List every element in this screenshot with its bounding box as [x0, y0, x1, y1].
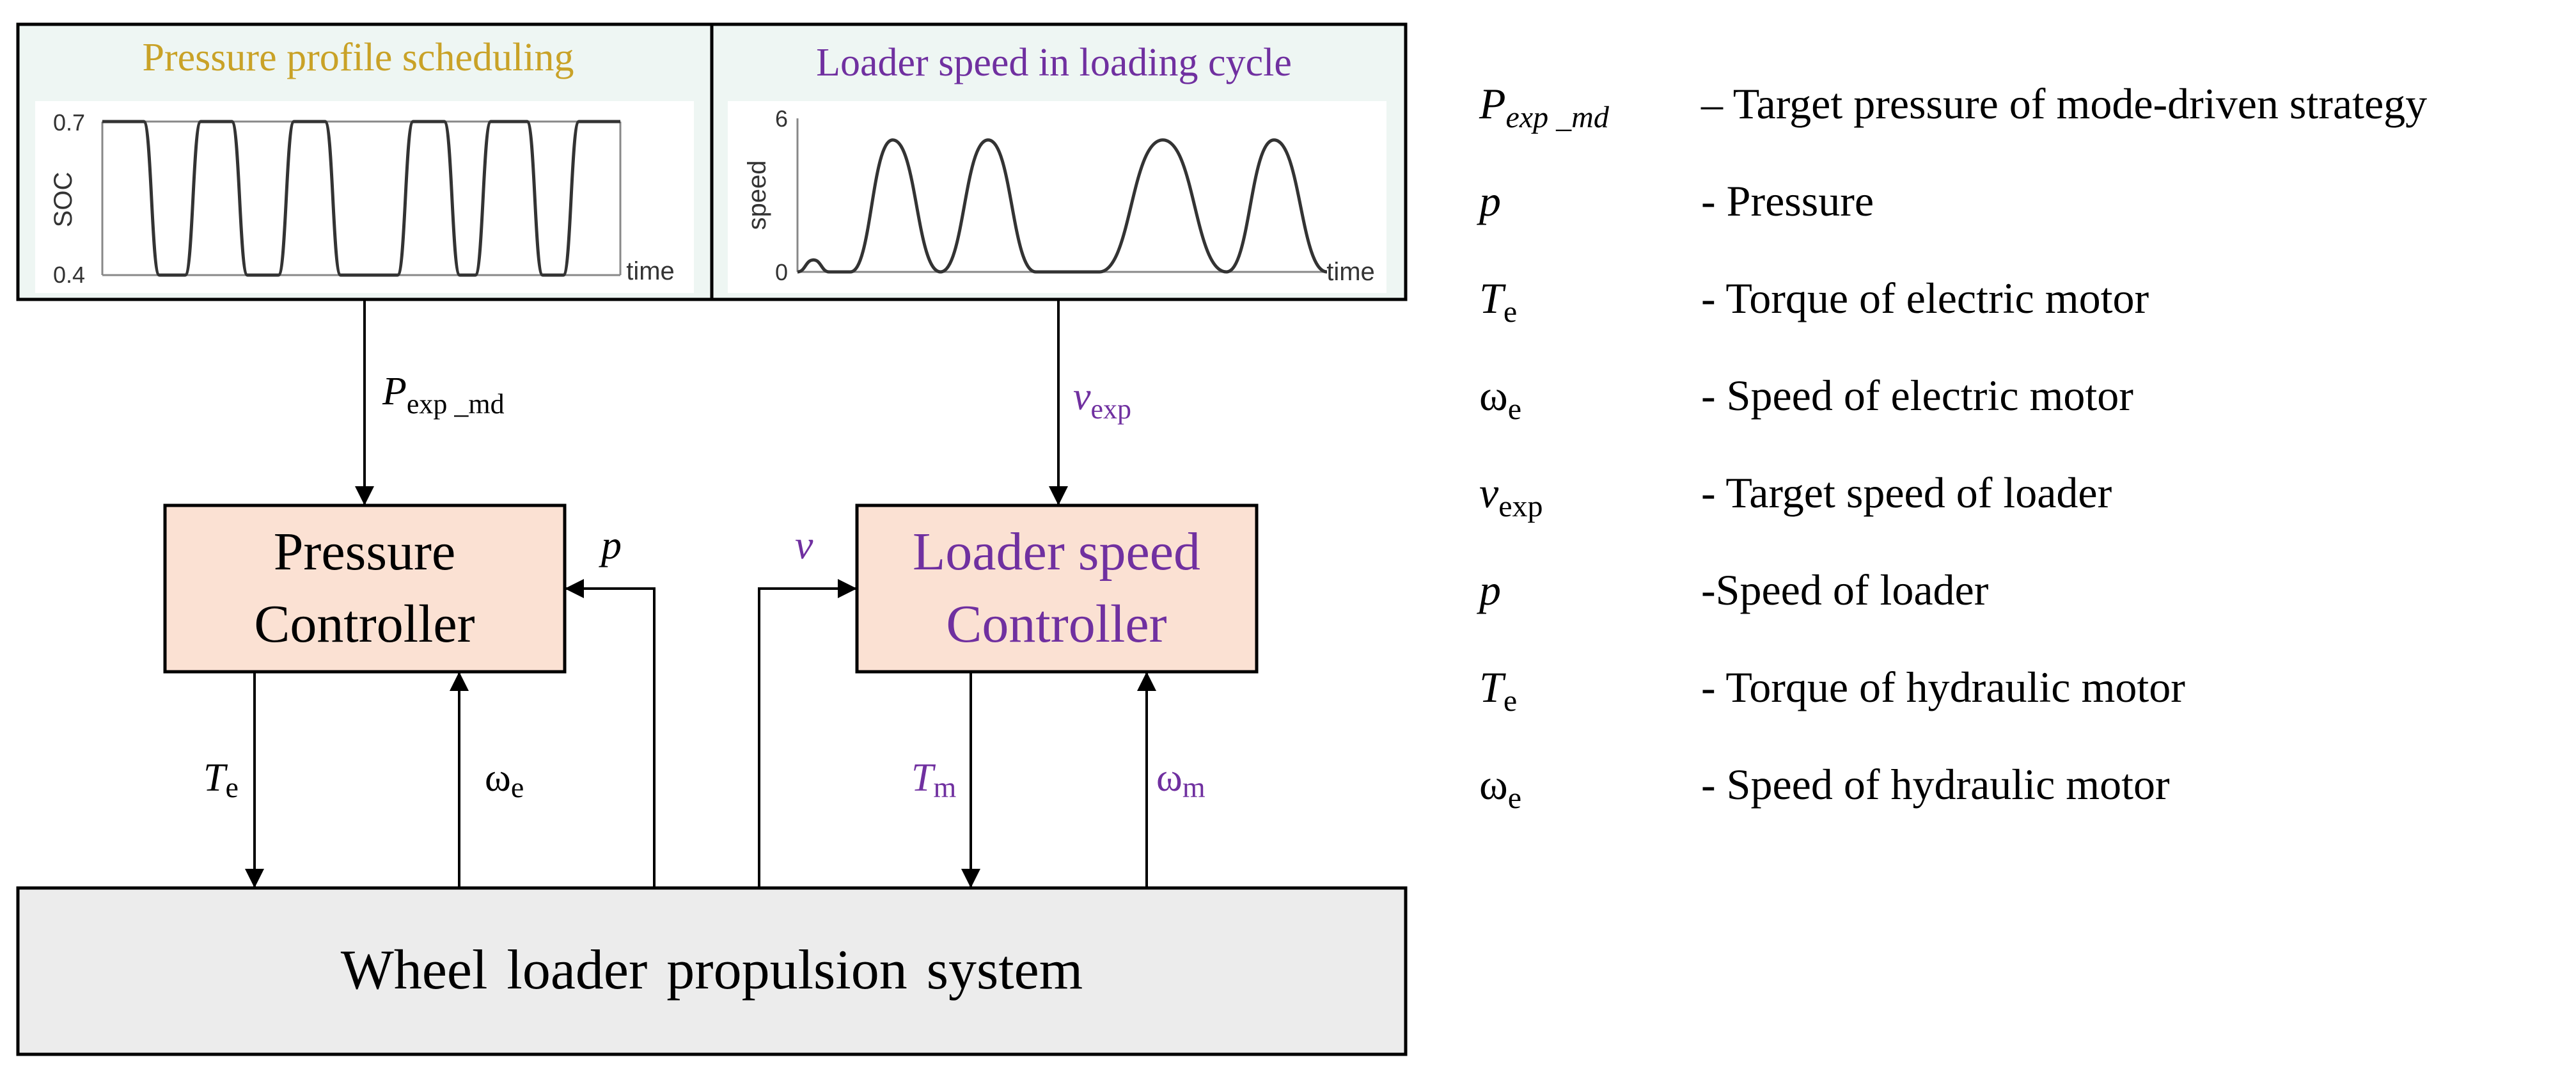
- te-signal-label: Te: [203, 756, 239, 804]
- speed-y-tick-bottom: 0: [775, 259, 788, 285]
- legend-description: - Target speed of loader: [1701, 468, 2112, 517]
- legend-description: - Speed of electric motor: [1701, 371, 2133, 420]
- legend-symbol: vexp: [1479, 468, 1543, 523]
- speed-y-tick-top: 6: [775, 106, 788, 132]
- legend-description: – Target pressure of mode-driven strateg…: [1700, 79, 2427, 128]
- legend-symbol: ωe: [1479, 760, 1521, 815]
- feedback-v-label: v: [795, 522, 813, 567]
- loader-speed-series-line: [797, 138, 1328, 274]
- pressure-controller-label-1: Pressure: [274, 522, 456, 582]
- system-label: Wheel loader propulsion system: [341, 939, 1083, 1001]
- wm-signal-label: ωm: [1156, 756, 1206, 804]
- pressure-y-tick-top: 0.7: [53, 109, 85, 136]
- legend-row: ωe - Speed of hydraulic motor: [1479, 760, 2170, 815]
- legend-symbol: p: [1477, 177, 1501, 225]
- speed-x-axis-label: time: [1326, 258, 1375, 286]
- legend-symbol: p: [1477, 566, 1501, 614]
- legend-description: - Torque of hydraulic motor: [1701, 663, 2185, 711]
- pressure-profile-series-line: [102, 120, 620, 277]
- pressure-x-axis-label: time: [626, 257, 675, 285]
- symbol-legend: Pexp _md – Target pressure of mode-driven…: [1477, 79, 2427, 815]
- legend-description: -Speed of loader: [1701, 566, 1989, 614]
- legend-symbol: ωe: [1479, 371, 1521, 426]
- pressure-plot: 0.7 0.4 SOC time: [49, 109, 675, 288]
- legend-row: Te - Torque of electric motor: [1479, 274, 2149, 329]
- legend-symbol: Te: [1479, 663, 1517, 718]
- legend-row: vexp - Target speed of loader: [1479, 468, 2112, 523]
- pressure-panel-title: Pressure profile scheduling: [143, 36, 574, 79]
- loader-speed-panel: Loader speed in loading cycle 6 0 speed …: [710, 22, 1408, 301]
- loader-speed-controller-block: Loader speed Controller: [855, 503, 1259, 674]
- legend-row: Te - Torque of hydraulic motor: [1479, 663, 2185, 718]
- legend-row: p - Pressure: [1477, 177, 1874, 225]
- pressure-profile-panel: Pressure profile scheduling 0.7 0.4 SOC …: [16, 22, 714, 301]
- vexp-signal-label: vexp: [1073, 375, 1131, 425]
- pressure-y-axis-label: SOC: [49, 172, 77, 228]
- pressure-y-tick-bottom: 0.4: [53, 262, 85, 288]
- wheel-loader-system-block: Wheel loader propulsion system: [16, 886, 1408, 1056]
- speed-y-axis-label: speed: [743, 161, 771, 230]
- speed-controller-label-1: Loader speed: [913, 522, 1200, 582]
- legend-row: p -Speed of loader: [1477, 566, 1989, 614]
- pressure-feedback-line: [565, 579, 656, 888]
- legend-description: - Speed of hydraulic motor: [1701, 760, 2170, 809]
- we-signal-label: ωe: [485, 756, 524, 804]
- legend-row: ωe - Speed of electric motor: [1479, 371, 2133, 426]
- pressure-controller-block: Pressure Controller: [163, 503, 567, 674]
- speed-controller-label-2: Controller: [946, 594, 1166, 654]
- legend-row: Pexp _md – Target pressure of mode-driven…: [1479, 79, 2427, 134]
- speed-feedback-line: [758, 579, 857, 888]
- legend-symbol: Te: [1479, 274, 1517, 329]
- pexp-signal-label: Pexp _md: [382, 370, 505, 420]
- legend-symbol: Pexp _md: [1479, 79, 1610, 134]
- pressure-controller-label-2: Controller: [254, 594, 475, 654]
- tm-signal-label: Tm: [911, 756, 956, 804]
- feedback-p-label: p: [599, 522, 622, 567]
- legend-description: - Pressure: [1701, 177, 1874, 225]
- speed-plot: 6 0 speed time: [743, 106, 1375, 286]
- speed-panel-title: Loader speed in loading cycle: [816, 41, 1292, 84]
- legend-description: - Torque of electric motor: [1701, 274, 2149, 322]
